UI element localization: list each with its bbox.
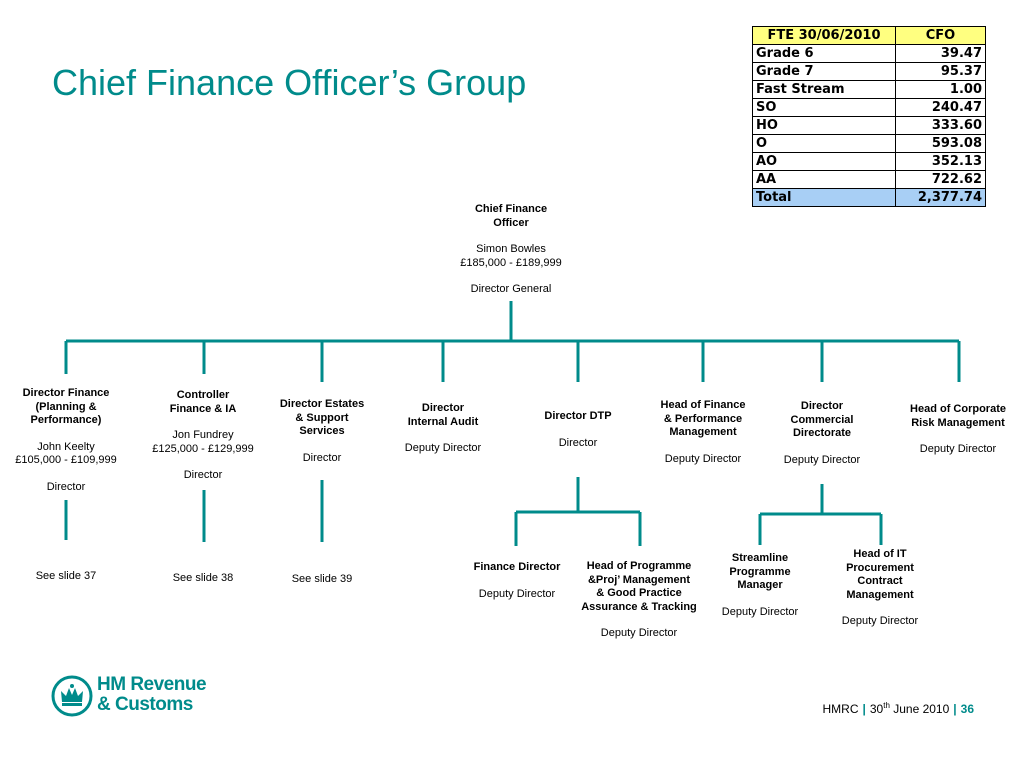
footer-org: HMRC xyxy=(822,702,859,716)
cfo-title: Chief Finance Officer xyxy=(474,203,548,229)
finance-director-box: Finance Director Deputy Director xyxy=(464,561,570,601)
fte-total-value: 2,377.74 xyxy=(895,188,986,207)
director-finance-grade: Director xyxy=(46,480,86,493)
director-commercial-grade: Deputy Director xyxy=(783,453,861,466)
streamline-title: Streamline Programme Manager xyxy=(729,552,791,591)
head-finance-performance-box: Head of Finance & Performance Management… xyxy=(648,399,758,466)
director-dtp-title: Director DTP xyxy=(544,410,612,422)
fte-grade: Grade 7 xyxy=(752,62,896,81)
cfo-name: Simon Bowles xyxy=(476,243,546,255)
director-finance-box: Director Finance (Planning & Performance… xyxy=(6,387,126,494)
see-slide-38: See slide 38 xyxy=(172,572,234,584)
fte-header-cfo: CFO xyxy=(895,26,986,45)
slide-title: Chief Finance Officer’s Group xyxy=(52,62,527,103)
director-finance-name: John Keelty xyxy=(37,440,95,453)
head-it-procurement-box: Head of IT Procurement Contract Manageme… xyxy=(828,548,932,629)
finance-director-grade: Deputy Director xyxy=(478,587,556,600)
director-audit-grade: Deputy Director xyxy=(404,442,482,454)
director-estates-title: Director Estates & Support Services xyxy=(279,398,365,437)
controller-salary: £125,000 - £129,999 xyxy=(152,442,254,455)
controller-box: Controller Finance & IA Jon Fundrey £125… xyxy=(142,389,264,483)
director-commercial-box: Director Commercial Directorate Deputy D… xyxy=(768,400,876,467)
director-commercial-title: Director Commercial Directorate xyxy=(790,400,854,439)
fte-value: 1.00 xyxy=(895,80,986,99)
fte-value: 722.62 xyxy=(895,170,986,189)
logo-line-1: HM Revenue xyxy=(97,674,207,695)
fte-value: 593.08 xyxy=(895,134,986,153)
fte-grade: AA xyxy=(752,170,896,189)
director-dtp-box: Director DTP Director xyxy=(524,410,632,450)
head-finance-performance-title: Head of Finance & Performance Management xyxy=(660,399,746,438)
fte-table-total-row: Total 2,377.74 xyxy=(752,188,986,207)
head-it-procurement-title: Head of IT Procurement Contract Manageme… xyxy=(846,548,914,601)
director-estates-box: Director Estates & Support Services Dire… xyxy=(266,398,378,465)
crown-icon xyxy=(51,675,93,717)
head-programme-box: Head of Programme &Proj’ Management & Go… xyxy=(574,560,704,641)
fte-grade: Fast Stream xyxy=(752,80,896,99)
slide-footer: HMRC|30th June 2010|36 xyxy=(822,701,975,716)
controller-title: Controller Finance & IA xyxy=(169,389,237,415)
streamline-box: Streamline Programme Manager Deputy Dire… xyxy=(708,552,812,619)
fte-table-header-row: FTE 30/06/2010 CFO xyxy=(752,26,986,45)
hmrc-logo: HM Revenue & Customs xyxy=(51,674,231,720)
director-audit-box: Director Internal Audit Deputy Director xyxy=(390,402,496,456)
controller-name: Jon Fundrey xyxy=(172,429,234,441)
cfo-grade: Director General xyxy=(470,283,552,295)
finance-director-title: Finance Director xyxy=(473,561,561,573)
director-estates-grade: Director xyxy=(302,451,342,464)
director-finance-title: Director Finance (Planning & Performance… xyxy=(22,387,110,426)
cfo-box: Chief Finance Officer Simon Bowles £185,… xyxy=(440,203,582,297)
head-it-procurement-grade: Deputy Director xyxy=(841,615,919,627)
head-risk-box: Head of Corporate Risk Management Deputy… xyxy=(900,403,1016,457)
logo-wordmark: HM Revenue & Customs xyxy=(97,674,207,715)
logo-line-2: & Customs xyxy=(97,694,193,715)
head-programme-grade: Deputy Director xyxy=(600,627,678,639)
cfo-salary: £185,000 - £189,999 xyxy=(460,256,562,269)
head-risk-grade: Deputy Director xyxy=(919,443,997,455)
director-finance-salary: £105,000 - £109,999 xyxy=(15,454,117,466)
head-finance-performance-grade: Deputy Director xyxy=(664,452,742,465)
see-slide-39: See slide 39 xyxy=(291,573,353,585)
fte-value: 352.13 xyxy=(895,152,986,171)
footer-page-number: 36 xyxy=(960,702,974,716)
director-dtp-grade: Director xyxy=(558,436,598,449)
footer-date-suffix: th xyxy=(883,701,890,710)
head-programme-title: Head of Programme &Proj’ Management & Go… xyxy=(581,560,697,613)
head-risk-title: Head of Corporate Risk Management xyxy=(910,403,1006,429)
streamline-grade: Deputy Director xyxy=(721,605,799,618)
footer-date-day: 30 xyxy=(869,702,884,716)
footer-date-rest: June 2010 xyxy=(889,702,950,716)
fte-total-label: Total xyxy=(752,188,896,207)
director-audit-title: Director Internal Audit xyxy=(407,402,479,428)
see-slide-37: See slide 37 xyxy=(35,570,97,582)
controller-grade: Director xyxy=(183,469,223,481)
